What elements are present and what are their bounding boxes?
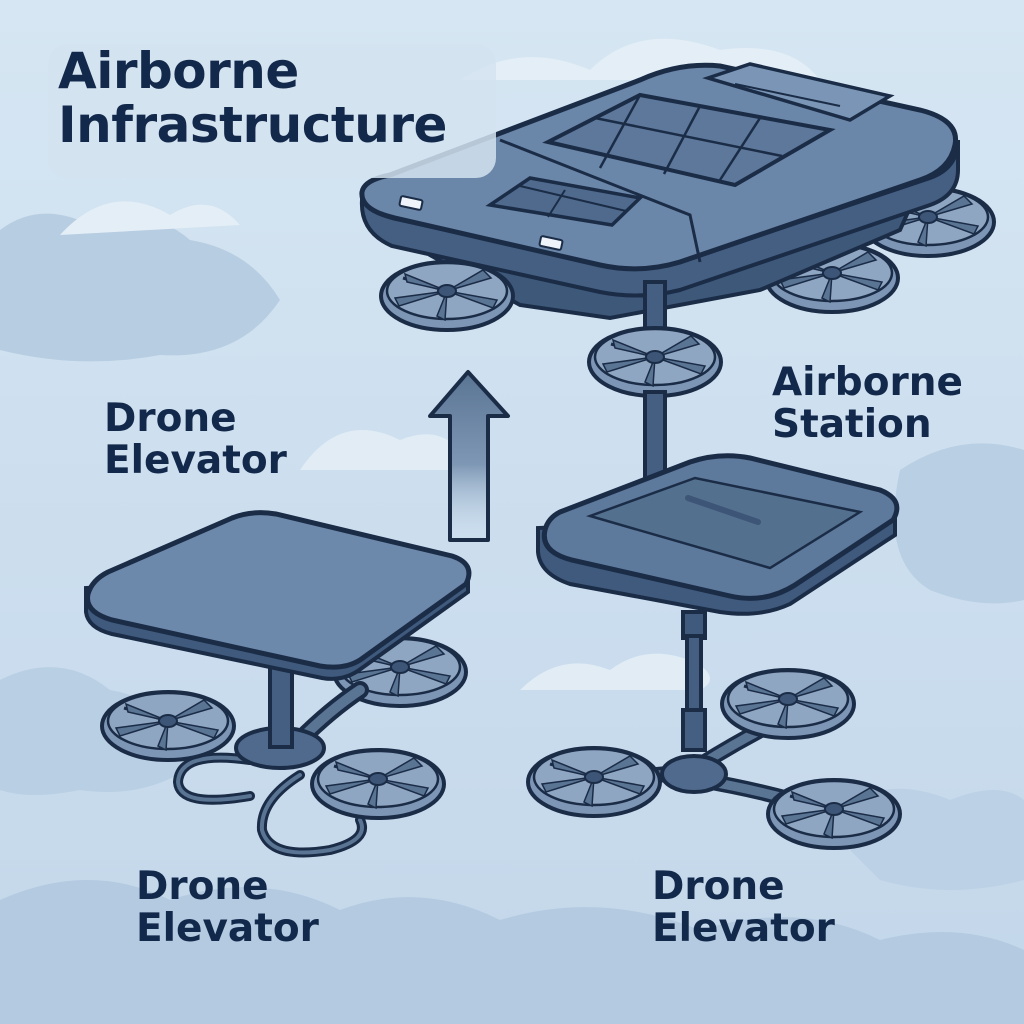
drone-elevator-label-bottom-left: Drone Elevator (136, 864, 319, 952)
drone-elevator-right-illustration (526, 453, 902, 850)
page-title: Airborne Infrastructure (58, 44, 447, 152)
drone-elevator-label-top-line-2: Elevator (104, 438, 287, 484)
up-arrow-icon (428, 370, 510, 542)
airborne-station-label-line-1: Airborne (772, 360, 963, 405)
drone-elevator-label-bottom-right-line-2: Elevator (652, 906, 835, 952)
title-line-2: Infrastructure (58, 96, 447, 154)
clouds (0, 38, 1024, 1024)
drone-elevator-label-top-line-1: Drone (104, 396, 237, 441)
airborne-station-illustration (359, 62, 996, 494)
drone-elevator-label-bottom-left-line-2: Elevator (136, 906, 319, 952)
airborne-station-label-line-2: Station (772, 402, 932, 448)
drone-elevator-label-top: Drone Elevator (104, 396, 287, 484)
drone-elevator-label-bottom-left-line-1: Drone (136, 864, 269, 909)
title-line-1: Airborne (58, 42, 299, 100)
drone-elevator-label-bottom-right-line-1: Drone (652, 864, 785, 909)
airborne-station-label: Airborne Station (772, 360, 963, 448)
drone-elevator-left-illustration (84, 510, 472, 858)
drone-elevator-label-bottom-right: Drone Elevator (652, 864, 835, 952)
title-backdrop (48, 44, 496, 178)
